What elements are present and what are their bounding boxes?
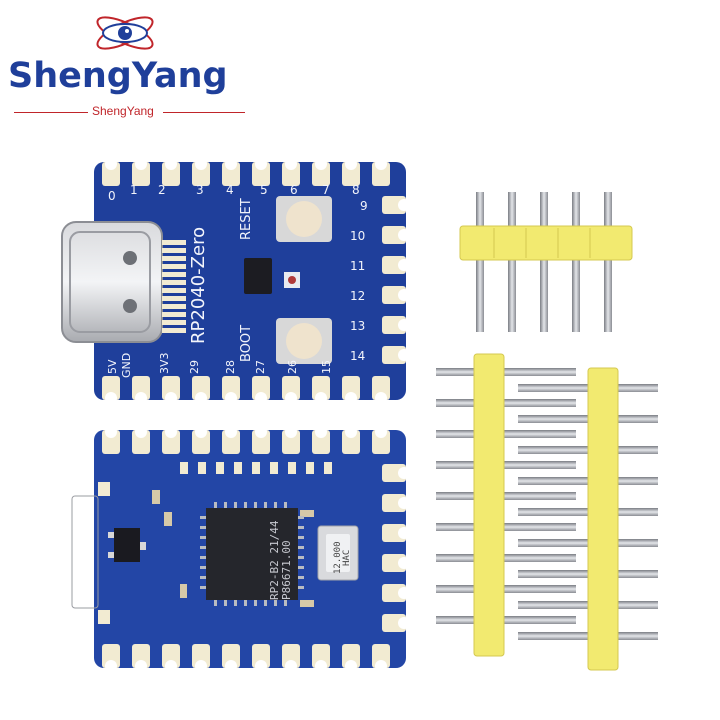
rp2040-chip: RP2-B2 21/44 P86671.00 xyxy=(200,502,304,606)
pin-label: 29 xyxy=(188,360,201,374)
boot-label: BOOT xyxy=(239,325,254,362)
pin-label: 12 xyxy=(350,289,365,303)
regulator-chip xyxy=(244,258,272,294)
reset-button xyxy=(276,196,332,242)
board-top: RP2040-Zero RESET BOOT 0 1 2 3 4 5 6 7 8… xyxy=(61,158,410,404)
chip-marking-1: RP2-B2 21/44 xyxy=(268,520,281,600)
pin-label: 5 xyxy=(260,183,268,197)
pin-label: 6 xyxy=(290,183,298,197)
pin-labels-bottom: 5V GND 3V3 29 28 27 26 15 xyxy=(106,352,333,378)
pin-label: 3V3 xyxy=(158,352,171,374)
pin-label: 28 xyxy=(224,360,237,374)
usb-c-connector-bottom xyxy=(71,495,99,609)
pin-label: 3 xyxy=(196,183,204,197)
pin-label: 26 xyxy=(286,360,299,374)
usb-solder-pads xyxy=(162,240,186,333)
board-bottom: RP2-B2 21/44 P86671.00 12.000 HAC xyxy=(71,426,410,672)
pads-bottom-edge xyxy=(102,376,390,404)
chip-marking-2: P86671.00 xyxy=(280,540,293,600)
ldo-regulator xyxy=(114,528,140,562)
board-model-label: RP2040-Zero xyxy=(188,227,209,344)
pin-label: 10 xyxy=(350,229,365,243)
pads-right-edge xyxy=(382,196,410,364)
eye-emblem-icon xyxy=(96,16,154,50)
brand-rule-left xyxy=(14,112,88,113)
pin-label: 14 xyxy=(350,349,365,363)
pin-label: 1 xyxy=(130,183,138,197)
brand-name: ShengYang xyxy=(8,56,228,96)
usb-c-connector-top xyxy=(61,221,163,343)
pin-label: 13 xyxy=(350,319,365,333)
pin-label: GND xyxy=(120,353,133,378)
crystal-marking-1: 12.000 xyxy=(333,541,343,574)
pin-label: 11 xyxy=(350,259,365,273)
brand-subtitle: ShengYang xyxy=(92,104,154,118)
brand-rule-right xyxy=(163,112,245,113)
pin-label: 7 xyxy=(322,183,330,197)
pin-label: 9 xyxy=(360,199,368,213)
pin-label: 5V xyxy=(106,359,119,374)
pin-label: 27 xyxy=(254,360,267,374)
pin-labels-right: 9 10 11 12 13 14 xyxy=(350,199,368,363)
pin-label: 0 xyxy=(108,189,116,203)
pin-label: 8 xyxy=(352,183,360,197)
pads-top-edge xyxy=(102,158,390,186)
pin-labels-top: 0 1 2 3 4 5 6 7 8 xyxy=(108,183,360,203)
crystal-marking-2: HAC xyxy=(342,550,352,566)
pin-label: 4 xyxy=(226,183,234,197)
crystal-oscillator: 12.000 HAC xyxy=(317,525,359,581)
pin-label: 15 xyxy=(320,360,333,374)
pin-header-5 xyxy=(459,192,633,332)
pin-header-9-left xyxy=(436,353,576,657)
reset-label: RESET xyxy=(239,198,254,240)
pin-header-9-right xyxy=(518,367,658,671)
pin-label: 2 xyxy=(158,183,166,197)
brand-logo: ShengYang ShengYang xyxy=(0,0,260,130)
boot-button xyxy=(276,318,332,364)
